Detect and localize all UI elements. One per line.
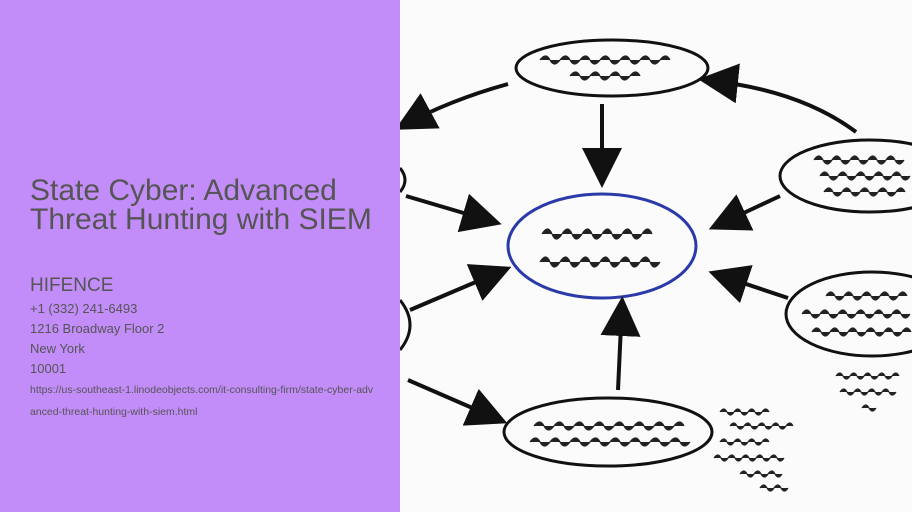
sketch-diagram-image — [394, 38, 912, 492]
info-panel: State Cyber: Advanced Threat Hunting wit… — [0, 0, 400, 512]
center-oval — [506, 192, 698, 300]
right-upper-oval — [778, 138, 912, 214]
bottom-oval — [502, 396, 714, 468]
diagram-illustration — [394, 0, 912, 512]
page-title: State Cyber: Advanced Threat Hunting wit… — [30, 174, 372, 236]
right-lower-oval — [784, 270, 912, 358]
page-url: https://us-southeast-1.linodeobjects.com… — [30, 384, 374, 418]
top-oval — [514, 38, 710, 98]
city: New York — [30, 341, 85, 356]
street-address: 1216 Broadway Floor 2 — [30, 321, 165, 336]
phone-number: +1 (332) 241-6493 — [30, 301, 138, 316]
zip-code: 10001 — [30, 361, 67, 376]
company-name: HIFENCE — [30, 275, 114, 296]
